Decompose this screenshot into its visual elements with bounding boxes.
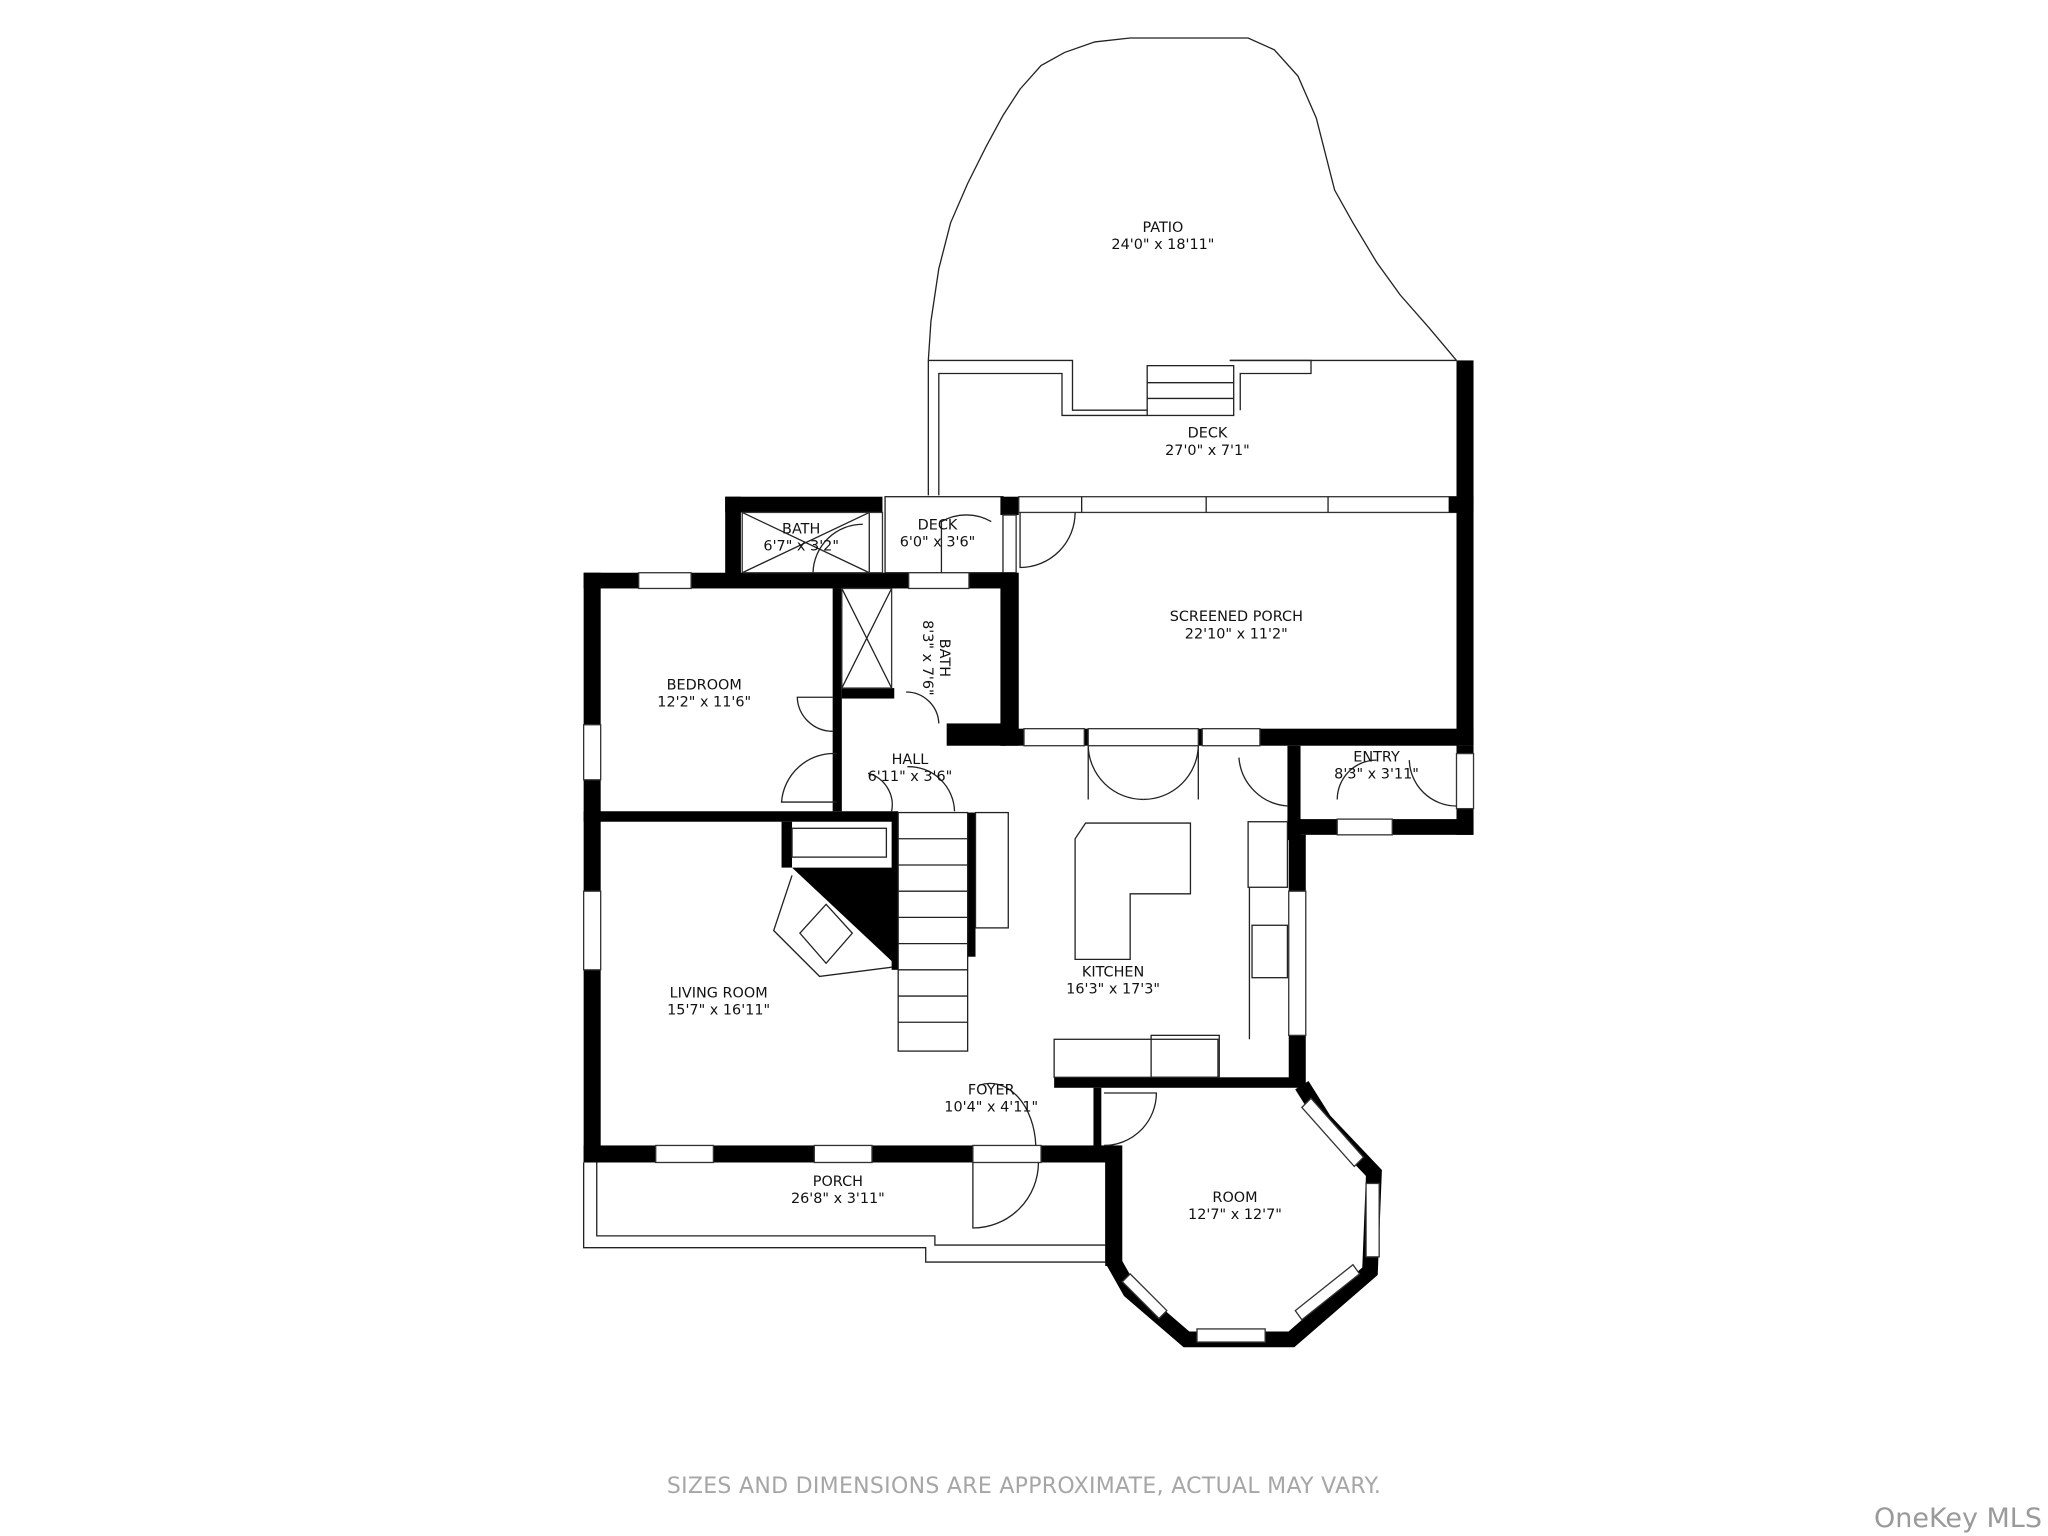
room-dims-bedroom: 12'2" x 11'6" <box>657 694 751 710</box>
room-name-deck-small: DECK <box>918 517 958 533</box>
room-dims-deck-large: 27'0" x 7'1" <box>1165 443 1250 459</box>
patio-area <box>927 37 1457 361</box>
room-name-bath-small: BATH <box>782 521 820 537</box>
room-dims-entry: 8'3" x 3'11" <box>1334 766 1419 782</box>
room-name-screened-porch: SCREENED PORCH <box>1170 609 1303 625</box>
doors <box>780 512 1457 1229</box>
room-name-deck-large: DECK <box>1188 426 1228 442</box>
room-dims-deck-small: 6'0" x 3'6" <box>900 535 976 551</box>
room-dims-porch: 26'8" x 3'11" <box>791 1191 885 1207</box>
room-name-hall: HALL <box>892 752 929 768</box>
room-dims-living-room: 15'7" x 16'11" <box>667 1002 770 1018</box>
walls <box>582 496 1475 1348</box>
room-name-room: ROOM <box>1212 1190 1257 1206</box>
room-name-kitchen: KITCHEN <box>1082 964 1144 980</box>
room-dims-bath-small: 6'7" x 3'2" <box>763 538 839 554</box>
room-dims-patio: 24'0" x 18'11" <box>1111 237 1214 253</box>
room-dims-room: 12'7" x 12'7" <box>1188 1207 1282 1223</box>
brand-watermark: OneKey MLS <box>1874 1503 2042 1534</box>
room-name-bedroom: BEDROOM <box>667 677 742 693</box>
deck-large-area <box>927 359 1474 508</box>
room-dims-hall: 6'11" x 3'6" <box>868 769 953 785</box>
room-dims-kitchen: 16'3" x 17'3" <box>1066 981 1160 997</box>
room-labels: PATIO 24'0" x 18'11" DECK 27'0" x 7'1" B… <box>657 220 1419 1223</box>
room-name-foyer: FOYER <box>968 1082 1015 1098</box>
room-name-patio: PATIO <box>1142 220 1183 236</box>
room-name-porch: PORCH <box>813 1174 863 1190</box>
room-dims-screened-porch: 22'10" x 11'2" <box>1185 626 1288 642</box>
disclaimer-text: SIZES AND DIMENSIONS ARE APPROXIMATE, AC… <box>666 1474 1382 1499</box>
room-name-living-room: LIVING ROOM <box>670 985 768 1001</box>
room-name-bath: BATH <box>936 639 952 677</box>
room-dims-foyer: 10'4" x 4'11" <box>944 1099 1038 1115</box>
room-name-entry: ENTRY <box>1353 749 1400 765</box>
room-dims-bath: 8'3" x 7'6" <box>919 620 935 696</box>
